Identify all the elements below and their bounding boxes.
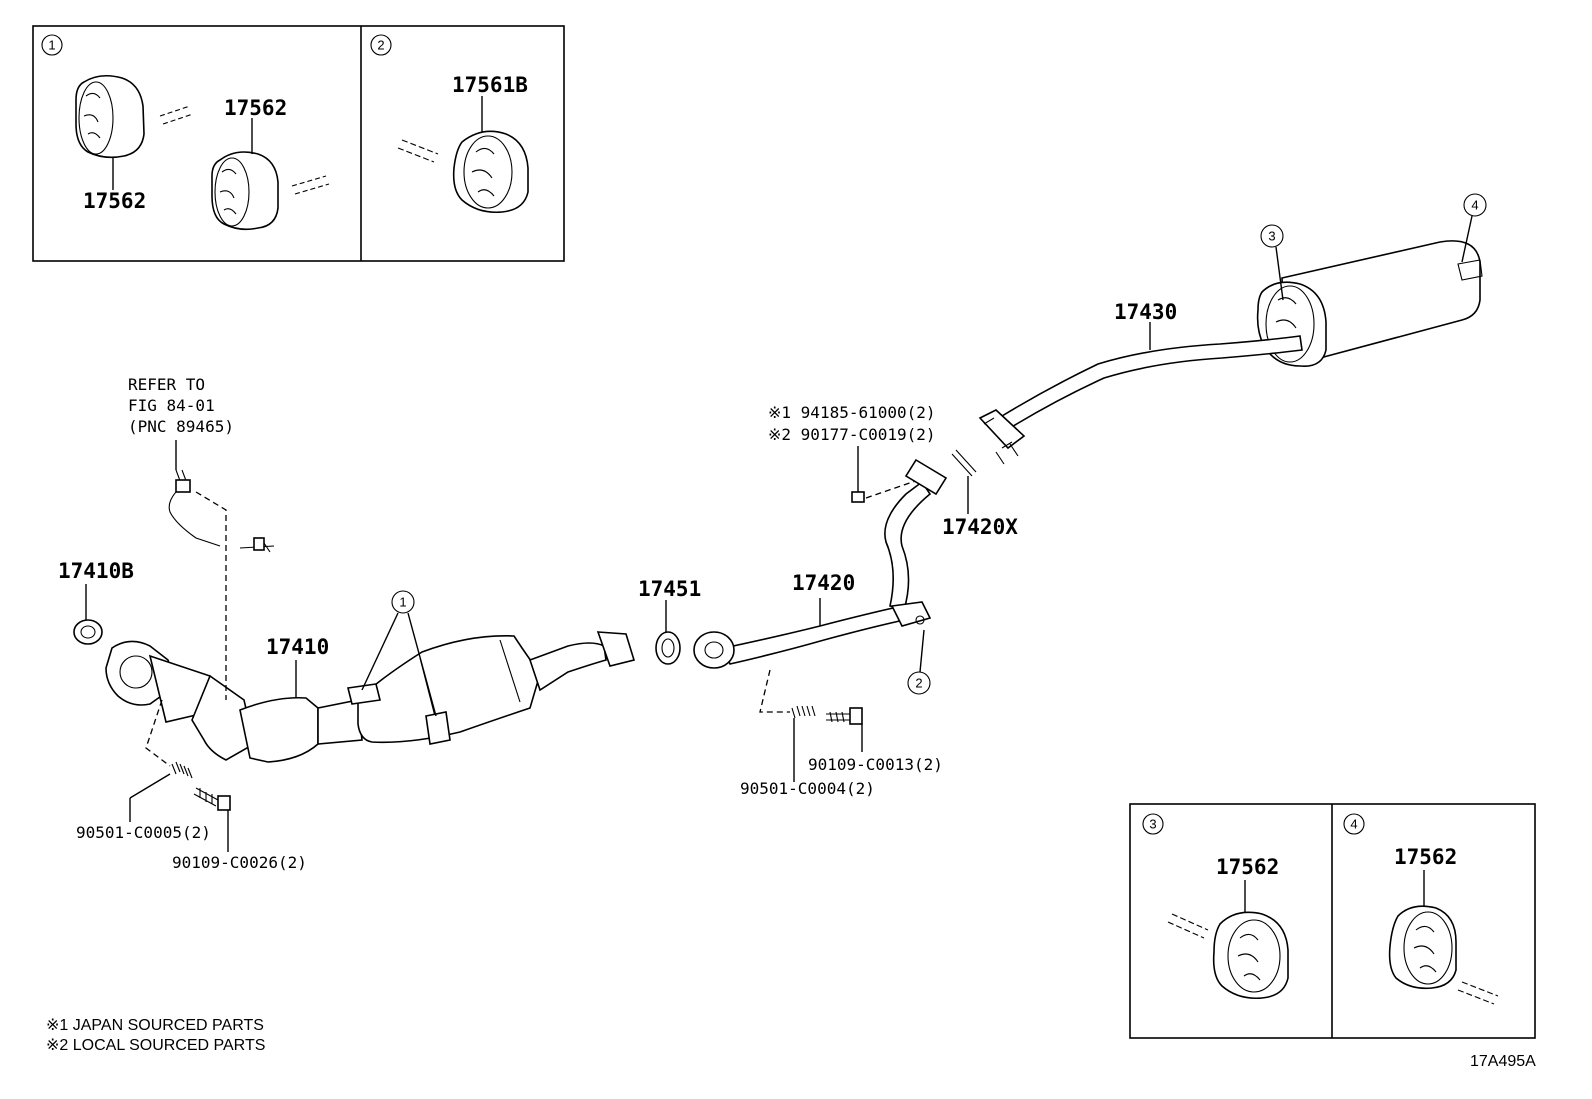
callout-2-box[interactable]: 2 — [370, 34, 392, 56]
callout-4-muffler[interactable]: 4 — [1463, 193, 1487, 217]
svg-text:1: 1 — [399, 595, 406, 610]
nut-gasket[interactable] — [851, 491, 865, 503]
label-17410B: 17410B — [58, 559, 134, 583]
legend-local-sourced: ※2 LOCAL SOURCED PARTS — [46, 1037, 265, 1054]
callout-1-box[interactable]: 1 — [41, 34, 63, 56]
detail-box-1-2 — [32, 25, 565, 262]
bolt-90109-C0013[interactable] — [826, 707, 863, 725]
label-17561B: 17561B — [452, 73, 528, 97]
front-pipe-converter-17410[interactable] — [105, 631, 636, 763]
hanger-17562-upper[interactable] — [75, 74, 194, 159]
refer-line-2: FIG 84-01 — [128, 396, 215, 415]
label-17562-b: 17562 — [224, 96, 287, 120]
hanger-17562-box3[interactable] — [1167, 911, 1289, 1000]
gasket-17420X[interactable] — [951, 449, 977, 477]
label-17451: 17451 — [638, 577, 701, 601]
label-17430: 17430 — [1114, 300, 1177, 324]
gasket-ring-17451[interactable] — [655, 631, 681, 665]
hanger-17562-lower[interactable] — [211, 151, 330, 231]
center-pipe-17420[interactable] — [693, 458, 948, 669]
spring-90501-C0004[interactable] — [791, 705, 816, 719]
callout-4-box[interactable]: 4 — [1343, 813, 1365, 835]
label-17420: 17420 — [792, 571, 855, 595]
callout-3-box[interactable]: 3 — [1142, 813, 1164, 835]
label-17420X: 17420X — [942, 515, 1018, 539]
callout-3-muffler[interactable]: 3 — [1260, 224, 1284, 248]
svg-text:2: 2 — [915, 676, 922, 691]
svg-text:4: 4 — [1350, 817, 1357, 832]
label-17410: 17410 — [266, 635, 329, 659]
label-90501-C0005: 90501-C0005(2) — [76, 823, 211, 842]
refer-line-1: REFER TO — [128, 375, 205, 394]
hanger-17561B[interactable] — [397, 130, 529, 214]
refer-line-3: (PNC 89465) — [128, 417, 234, 436]
label-90501-C0004: 90501-C0004(2) — [740, 779, 875, 798]
hanger-17562-box4[interactable] — [1388, 905, 1499, 1005]
svg-text:3: 3 — [1268, 229, 1275, 244]
note-gasket-local: ※2 90177-C0019(2) — [768, 425, 936, 444]
callout-2-pipe[interactable]: 2 — [907, 671, 931, 695]
callout-1-converter[interactable]: 1 — [391, 590, 415, 614]
svg-text:4: 4 — [1471, 198, 1478, 213]
svg-text:1: 1 — [48, 38, 55, 53]
label-90109-C0026: 90109-C0026(2) — [172, 853, 307, 872]
label-90109-C0013: 90109-C0013(2) — [808, 755, 943, 774]
label-17562-a: 17562 — [83, 189, 146, 213]
figure-code: 17A495A — [1470, 1053, 1536, 1070]
tailpipe-muffler-17430[interactable] — [978, 240, 1483, 465]
gasket-ring-17410B[interactable] — [73, 619, 103, 645]
label-17562-d: 17562 — [1394, 845, 1457, 869]
spring-90501-C0005[interactable] — [171, 761, 193, 779]
detail-box-3-4 — [1129, 803, 1536, 1039]
note-gasket-japan: ※1 94185-61000(2) — [768, 403, 936, 422]
svg-text:2: 2 — [377, 38, 384, 53]
oxygen-sensor[interactable] — [168, 469, 275, 553]
legend-japan-sourced: ※1 JAPAN SOURCED PARTS — [46, 1017, 264, 1034]
label-17562-c: 17562 — [1216, 855, 1279, 879]
svg-text:3: 3 — [1149, 817, 1156, 832]
bolt-90109-C0026[interactable] — [193, 787, 231, 811]
